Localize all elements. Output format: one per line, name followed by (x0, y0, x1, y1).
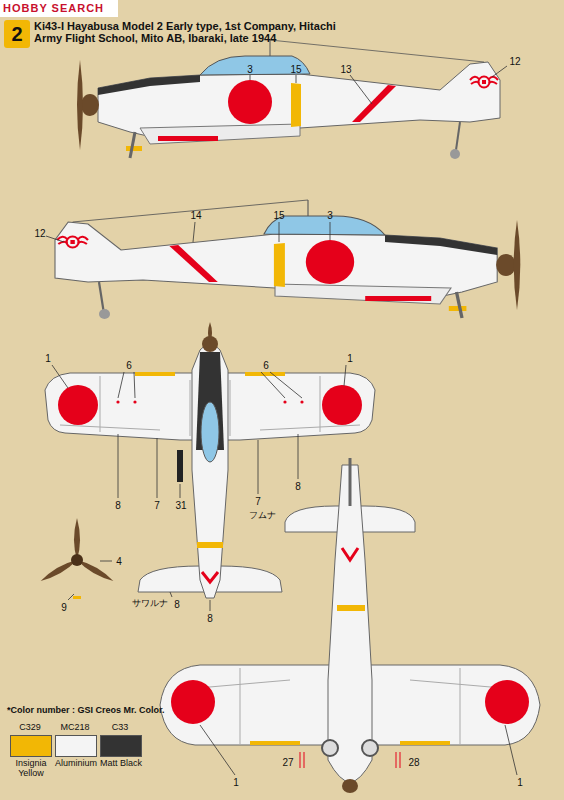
callout-number: 6 (126, 360, 132, 371)
side-view-left (77, 40, 500, 159)
title: Ki43-I Hayabusa Model 2 Early type, 1st … (34, 20, 364, 44)
callout-number: 3 (327, 210, 333, 221)
color-note: *Color number : GSI Creos Mr. Color. (7, 706, 165, 716)
legend-text: Aluminium (55, 759, 97, 769)
callout-number: 14 (190, 210, 201, 221)
callout-number: 8 (174, 599, 180, 610)
callout-number: 7 (154, 500, 160, 511)
callout-number: 9 (61, 602, 67, 613)
legend-item: Insignia Yellow (10, 735, 52, 779)
propeller (39, 518, 115, 599)
callout-number: 8 (115, 500, 121, 511)
callout-number: 12 (34, 228, 45, 239)
profile-number: 2 (11, 23, 22, 46)
callout-number: 1 (45, 353, 51, 364)
callout-number: 28 (408, 757, 419, 768)
watermark: HOBBY SEARCH (3, 2, 104, 14)
legend-text: Matt Black (100, 759, 142, 769)
callout-number: 3 (247, 64, 253, 75)
callout-number: 1 (233, 777, 239, 788)
callout-number: 7 (255, 496, 261, 507)
color-swatch (55, 735, 97, 757)
stencil-text: フムナ (249, 511, 276, 521)
callout-number: 13 (340, 64, 351, 75)
profile-number-box: 2 (4, 20, 30, 48)
color-code: C329 (19, 723, 41, 733)
callout-number: 1 (347, 353, 353, 364)
callout-number: 4 (116, 556, 122, 567)
color-swatch (100, 735, 142, 757)
color-code: C33 (112, 723, 129, 733)
callout-number: 15 (273, 210, 284, 221)
callout-number: 1 (517, 777, 523, 788)
callout-number: 8 (295, 481, 301, 492)
callout-number: 12 (509, 56, 520, 67)
callout-number: 6 (263, 360, 269, 371)
top-view (45, 322, 375, 598)
callout-number: 31 (175, 500, 186, 511)
color-swatch (10, 735, 52, 757)
legend-text: Insignia Yellow (10, 759, 52, 779)
callout-number: 27 (282, 757, 293, 768)
legend-item: Matt Black (100, 735, 142, 769)
leader-lines (46, 66, 517, 775)
bottom-view (160, 458, 540, 793)
color-code: MC218 (60, 723, 89, 733)
stencil-text: サワルナ (132, 599, 168, 609)
callout-number: 15 (290, 64, 301, 75)
callout-number: 8 (207, 613, 213, 624)
legend-item: Aluminium (55, 735, 97, 769)
side-view-right (55, 200, 520, 319)
